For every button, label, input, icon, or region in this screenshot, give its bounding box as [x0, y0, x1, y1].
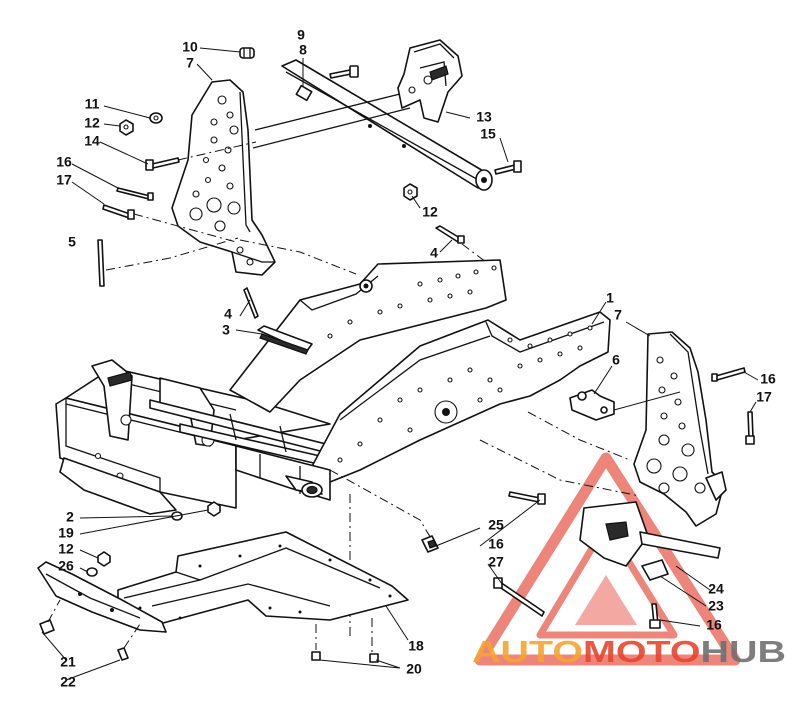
callout-22: 22 — [60, 674, 76, 690]
callout-20: 20 — [406, 661, 422, 677]
callout-19: 19 — [58, 525, 74, 541]
callout-3: 3 — [222, 322, 230, 338]
callout-16-lower: 16 — [706, 617, 722, 633]
callout-5: 5 — [68, 234, 76, 250]
bolt-9 — [329, 65, 359, 79]
callout-23: 23 — [708, 598, 724, 614]
rivet-16-right — [711, 367, 746, 382]
callout-labels: 10 9 8 7 11 12 14 16 17 5 13 15 12 4 4 3… — [56, 27, 776, 690]
spindle-plate — [579, 501, 721, 581]
bolt-15 — [494, 160, 522, 175]
rivet-17-left — [102, 204, 135, 220]
steering-rod — [97, 239, 105, 287]
rivet-17-right — [745, 411, 755, 445]
callout-16-right: 16 — [760, 371, 776, 387]
bracket-3 — [257, 325, 313, 355]
nut-12-bottom — [97, 551, 111, 567]
callout-13: 13 — [476, 109, 492, 125]
callout-4-top: 4 — [430, 245, 438, 261]
callout-17-right: 17 — [756, 389, 772, 405]
rivet-4-left — [243, 287, 259, 319]
callout-7-upper: 7 — [186, 55, 194, 71]
callout-8: 8 — [299, 42, 307, 58]
nut-12-top — [119, 119, 134, 136]
callout-27: 27 — [488, 554, 504, 570]
bracket-6 — [569, 389, 615, 421]
callout-14: 14 — [84, 133, 100, 149]
callout-16-center: 16 — [488, 536, 504, 552]
steering-post-tube — [281, 59, 493, 191]
screw-14 — [145, 157, 180, 171]
washer-11 — [149, 112, 163, 124]
callout-18: 18 — [408, 638, 424, 654]
callout-21: 21 — [60, 654, 76, 670]
screw-20-left — [311, 651, 321, 661]
callout-12-upper: 12 — [84, 115, 100, 131]
rivet-16-left — [116, 187, 154, 201]
rivet-16-center — [508, 491, 546, 505]
watermark-word-auto: AUTO — [472, 634, 583, 669]
callout-6: 6 — [612, 352, 620, 368]
callout-2: 2 — [66, 509, 74, 525]
washer-26 — [86, 567, 98, 577]
nut-12-mid — [403, 183, 418, 201]
callout-10: 10 — [182, 39, 198, 55]
main-chassis — [55, 259, 611, 515]
callout-7-right: 7 — [614, 307, 622, 323]
callout-26: 26 — [58, 558, 74, 574]
callout-12-mid: 12 — [422, 204, 438, 220]
screw-21 — [39, 619, 55, 635]
callout-12-lower: 12 — [58, 541, 74, 557]
belly-pan — [117, 531, 409, 627]
watermark-triangle-logo — [474, 452, 741, 666]
bushing — [239, 47, 255, 59]
screw-22 — [117, 647, 129, 661]
rivet-16-bottom — [649, 603, 661, 629]
watermark-word-hub: HUB — [701, 634, 786, 669]
upper-left-side-plate — [171, 79, 276, 276]
callout-17-upper: 17 — [56, 172, 72, 188]
clip-25 — [421, 535, 439, 553]
callout-15: 15 — [480, 126, 496, 142]
steering-bracket — [397, 39, 463, 123]
callout-9: 9 — [297, 27, 305, 43]
right-side-plate — [633, 331, 727, 527]
callout-11: 11 — [85, 96, 100, 112]
watermark-word-moto: MOTO — [583, 634, 701, 669]
leader-lines — [41, 47, 759, 681]
nut-19 — [207, 501, 221, 517]
callout-4-left: 4 — [224, 306, 232, 322]
screw-20-right — [369, 653, 379, 663]
callout-16-upper: 16 — [56, 154, 72, 170]
callout-24: 24 — [708, 581, 724, 597]
front-skid — [37, 561, 167, 633]
callout-25: 25 — [488, 517, 504, 533]
rivet-4-top — [435, 225, 465, 244]
callout-1: 1 — [606, 290, 614, 306]
